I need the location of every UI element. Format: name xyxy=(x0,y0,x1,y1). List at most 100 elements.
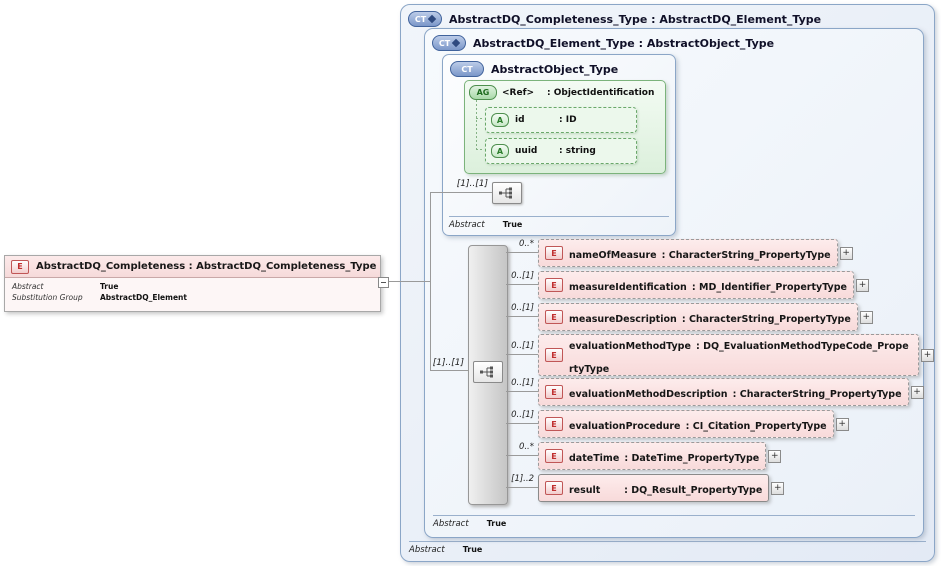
element-type: : CharacterString_PropertyType xyxy=(681,314,851,326)
element-icon-label: E xyxy=(551,419,557,429)
element-icon: E xyxy=(545,278,563,292)
attribute-group-icon-label: AG xyxy=(476,88,490,97)
property-value: AbstractDQ_Element xyxy=(100,293,187,302)
element-icon-label: E xyxy=(551,312,557,322)
sequence-compositor-icon xyxy=(473,361,503,383)
element-name: result xyxy=(569,485,601,497)
sequence-cardinality-label: [1]..[1] xyxy=(456,179,488,189)
element-icon: E xyxy=(11,259,29,274)
complex-type-header: CT AbstractDQ_Completeness_Type : Abstra… xyxy=(408,11,821,27)
cardinality-label: 0..[1] xyxy=(511,303,534,313)
derived-type-diamond-icon xyxy=(451,38,461,48)
expand-button[interactable]: + xyxy=(859,310,873,324)
element-name: nameOfMeasure xyxy=(569,250,657,262)
cardinality-label: 0..[1] xyxy=(511,341,534,351)
sequence-compositor-icon[interactable] xyxy=(492,182,522,204)
expand-button[interactable]: + xyxy=(771,481,785,495)
element-icon: E xyxy=(545,417,563,431)
attribute-icon: A xyxy=(491,113,509,127)
abstract-label: Abstract xyxy=(449,220,485,230)
element-icon: E xyxy=(545,246,563,260)
sequence-cardinality-label: [1]..[1] xyxy=(432,358,464,368)
attribute-icon: A xyxy=(491,144,509,158)
element-type: : CharacterString_PropertyType xyxy=(661,250,831,262)
element-icon-label: E xyxy=(551,280,557,290)
root-element-title: AbstractDQ_Completeness : AbstractDQ_Com… xyxy=(36,261,377,272)
element-abstractdq-completeness[interactable]: E AbstractDQ_Completeness : AbstractDQ_C… xyxy=(4,255,381,312)
attribute-group-header: AG <Ref> : ObjectIdentification xyxy=(469,85,654,100)
abstract-value: True xyxy=(502,220,523,229)
collapse-connector-icon[interactable] xyxy=(378,277,389,288)
cardinality-label: 0..[1] xyxy=(511,410,534,420)
element-type: : DQ_Result_PropertyType xyxy=(624,485,763,497)
element-icon: E xyxy=(545,348,563,362)
cardinality-label: 0..[1] xyxy=(511,378,534,388)
abstract-footer: Abstract True xyxy=(433,515,915,529)
attribute-type: : string xyxy=(559,146,596,156)
attribute-type: : ID xyxy=(559,115,577,125)
abstract-label: Abstract xyxy=(409,545,445,555)
type-title: AbstractDQ_Completeness_Type : AbstractD… xyxy=(449,12,822,26)
element-icon-label: E xyxy=(551,483,557,493)
attribute-icon-label: A xyxy=(496,115,504,125)
attribute-name: uuid xyxy=(515,146,538,156)
element-name: dateTime xyxy=(569,453,620,465)
type-title: AbstractObject_Type xyxy=(491,62,619,76)
expand-button[interactable]: + xyxy=(839,246,853,260)
complex-type-icon-label: CT xyxy=(414,14,427,24)
expand-button[interactable]: + xyxy=(856,278,869,292)
root-element-properties: Abstract True Substitution Group Abstrac… xyxy=(5,278,380,302)
root-element-header: E AbstractDQ_Completeness : AbstractDQ_C… xyxy=(5,256,380,278)
element-type: : CharacterString_PropertyType xyxy=(732,389,902,401)
property-label: Abstract xyxy=(12,282,44,291)
element-icon-label: E xyxy=(17,262,23,271)
attribute-group-ref-objectidentification[interactable]: AG <Ref> : ObjectIdentification A id : I… xyxy=(464,80,666,174)
derived-type-diamond-icon xyxy=(427,14,437,24)
element-name: evaluationProcedure xyxy=(569,421,681,433)
complex-type-icon: CT xyxy=(408,11,442,27)
element-icon: E xyxy=(545,310,563,324)
element-name: evaluationMethodDescription xyxy=(569,389,728,401)
element-type: : DQ_EvaluationMethodTypeCode_PropertyTy… xyxy=(569,340,909,375)
element-icon-label: E xyxy=(551,387,557,397)
property-value: True xyxy=(100,282,119,291)
attribute-uuid[interactable]: A uuid : string xyxy=(485,138,637,164)
attribute-icon-label: A xyxy=(496,146,504,156)
complex-type-header: CT AbstractObject_Type xyxy=(450,61,618,77)
attribute-group-icon: AG xyxy=(469,85,497,100)
element-type: : MD_Identifier_PropertyType xyxy=(691,282,847,294)
cardinality-label: 0..* xyxy=(518,239,534,249)
complex-type-header: CT AbstractDQ_Element_Type : AbstractObj… xyxy=(432,35,774,51)
element-type: : CI_Citation_PropertyType xyxy=(685,421,827,433)
expand-button[interactable]: + xyxy=(910,385,924,399)
abstract-footer: Abstract True xyxy=(449,216,669,230)
attribute-name: id xyxy=(515,115,525,125)
attribute-group-type: : ObjectIdentification xyxy=(547,87,655,98)
expand-button[interactable]: + xyxy=(835,417,849,431)
attribute-id[interactable]: A id : ID xyxy=(485,107,637,133)
property-label: Substitution Group xyxy=(12,293,83,302)
cardinality-label: 0..* xyxy=(518,442,534,452)
expand-button[interactable]: + xyxy=(921,348,934,362)
complex-type-icon: CT xyxy=(432,35,466,51)
abstract-value: True xyxy=(486,519,507,528)
element-icon-label: E xyxy=(551,451,557,461)
sequence-compositor-bar[interactable] xyxy=(468,245,508,505)
abstract-label: Abstract xyxy=(433,519,469,529)
element-name: measureDescription xyxy=(569,314,677,326)
complex-type-icon-label: CT xyxy=(461,64,473,74)
expand-button[interactable]: + xyxy=(768,449,782,463)
